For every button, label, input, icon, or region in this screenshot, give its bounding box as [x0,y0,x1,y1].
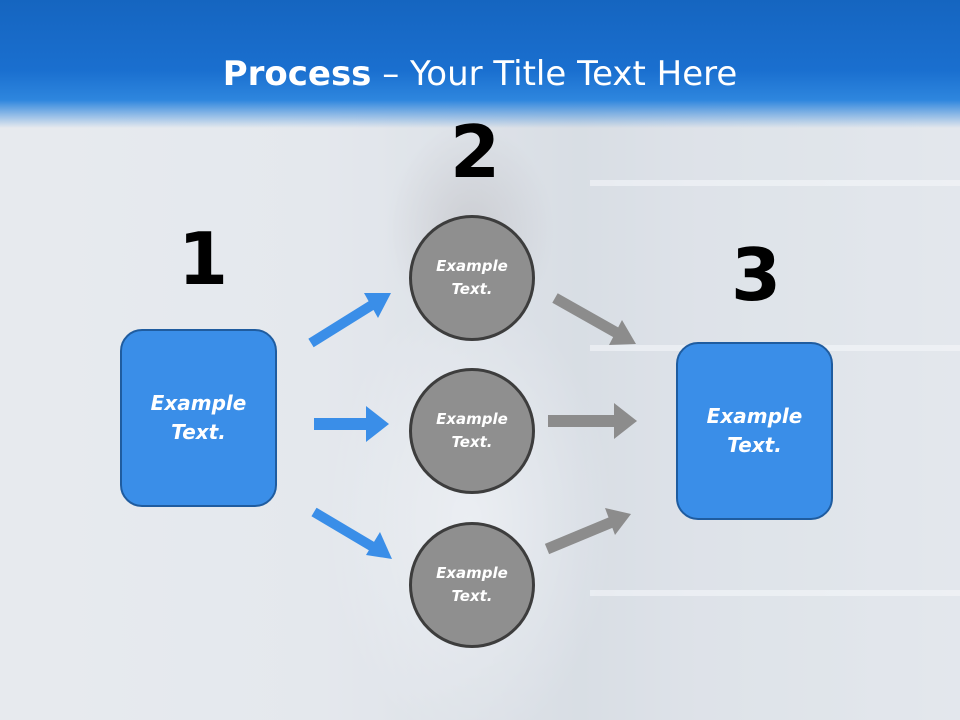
arrow-middle-circle-to-box3-icon [548,403,637,439]
step-number-2: 2 [450,110,501,194]
arrow-box1-to-middle-circle-icon [314,406,389,442]
title-rest: – Your Title Text Here [371,54,738,94]
step-2-circle-middle: Example Text. [409,368,535,494]
arrow-box1-to-top-circle-icon [308,293,391,348]
title-bold: Process [222,54,372,94]
circle-label: Example Text. [436,257,508,298]
step-2-circle-bottom: Example Text. [409,522,535,648]
shelf-line [590,590,960,596]
step-number-1: 1 [178,217,229,301]
step-1-label: Example Text. [150,391,247,444]
step-2-circle-top: Example Text. [409,215,535,341]
shelf-line [590,180,960,186]
circle-label: Example Text. [436,564,508,605]
arrow-box1-to-bottom-circle-icon [311,507,392,559]
step-3-box: Example Text. [676,342,833,520]
step-3-label: Example Text. [706,404,803,457]
step-1-box: Example Text. [120,329,277,507]
arrow-bottom-circle-to-box3-icon [544,508,631,555]
page-title: Process – Your Title Text Here [0,52,960,96]
arrow-top-circle-to-box3-icon [552,293,636,345]
header-band [0,0,960,128]
circle-label: Example Text. [436,410,508,451]
step-number-3: 3 [731,233,782,317]
